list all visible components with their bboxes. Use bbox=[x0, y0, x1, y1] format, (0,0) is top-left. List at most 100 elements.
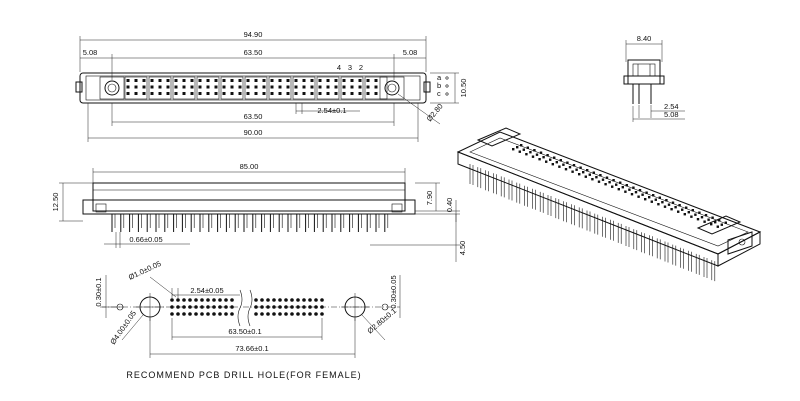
drill-hole bbox=[308, 312, 312, 316]
drill-hole bbox=[194, 298, 198, 302]
top-pin bbox=[230, 92, 234, 95]
drill-hole bbox=[188, 298, 192, 302]
top-pin bbox=[190, 79, 194, 82]
drill-hole bbox=[218, 305, 222, 309]
iso-pin bbox=[637, 195, 640, 198]
top-pin bbox=[278, 92, 282, 95]
iso-pin bbox=[707, 218, 710, 221]
top-pin bbox=[134, 92, 138, 95]
dim-side-pin-offset: 5.08 bbox=[664, 110, 679, 119]
drill-hole bbox=[254, 312, 258, 316]
top-pin-cell bbox=[316, 76, 340, 100]
iso-pin bbox=[599, 174, 602, 177]
dim-front-pin-length: 4.50 bbox=[458, 241, 467, 256]
top-pin bbox=[342, 85, 346, 89]
drill-hole bbox=[302, 312, 306, 316]
drill-hole bbox=[266, 305, 270, 309]
top-pin bbox=[342, 92, 346, 95]
iso-pin bbox=[630, 193, 634, 196]
top-pin bbox=[166, 85, 170, 89]
top-pin bbox=[254, 92, 258, 95]
iso-pin bbox=[687, 211, 690, 214]
iso-pin bbox=[579, 166, 582, 169]
drill-hole bbox=[272, 312, 276, 316]
drill-hole bbox=[200, 305, 204, 309]
iso-pin bbox=[625, 184, 628, 187]
drill-hole bbox=[206, 312, 210, 316]
drill-hole bbox=[200, 312, 204, 316]
top-pin bbox=[174, 92, 178, 95]
iso-pin bbox=[665, 199, 668, 202]
top-pin bbox=[342, 79, 346, 82]
iso-pin bbox=[720, 223, 723, 226]
mount-hole-left bbox=[104, 80, 120, 96]
top-pin bbox=[174, 85, 178, 89]
top-pin-cell bbox=[148, 76, 172, 100]
drill-hole bbox=[266, 298, 270, 302]
top-pin-cell bbox=[124, 76, 148, 100]
top-pin bbox=[326, 92, 330, 95]
top-pin bbox=[270, 85, 274, 89]
drill-hole bbox=[200, 298, 204, 302]
dim-drill-mount-right: Ø2.80±0.1 bbox=[366, 306, 399, 335]
dim-pin-span-bottom: 63.50 bbox=[244, 112, 263, 121]
row-number-3: 3 bbox=[348, 63, 352, 72]
iso-pin bbox=[558, 165, 561, 168]
top-pin bbox=[302, 79, 306, 82]
dim-front-pin-width: 0.66±0.05 bbox=[129, 235, 162, 244]
drill-hole bbox=[284, 298, 288, 302]
drill-hole bbox=[194, 305, 198, 309]
drill-hole bbox=[218, 298, 222, 302]
drill-hole bbox=[278, 305, 282, 309]
drill-hole bbox=[254, 298, 258, 302]
iso-pin bbox=[711, 216, 714, 219]
top-pin-cell bbox=[340, 76, 364, 100]
drill-hole bbox=[266, 312, 270, 316]
top-pin bbox=[374, 92, 378, 95]
top-pin bbox=[182, 92, 186, 95]
dim-side-width: 8.40 bbox=[637, 34, 652, 43]
top-pin bbox=[126, 85, 130, 89]
top-pin bbox=[198, 79, 202, 82]
iso-pin bbox=[670, 208, 673, 211]
top-pin-cell bbox=[196, 76, 220, 100]
iso-pin bbox=[634, 191, 638, 194]
top-pin bbox=[286, 79, 290, 82]
top-pin bbox=[214, 79, 218, 82]
iso-pin bbox=[601, 178, 605, 181]
top-pin bbox=[254, 85, 258, 89]
iso-pin bbox=[538, 158, 541, 161]
top-pin bbox=[134, 85, 138, 89]
iso-pin bbox=[691, 209, 694, 212]
iso-pin bbox=[571, 170, 574, 173]
top-pin bbox=[294, 85, 298, 89]
top-pin bbox=[262, 92, 266, 95]
top-pin-cell bbox=[268, 76, 292, 100]
top-pin bbox=[190, 85, 194, 89]
drill-hole bbox=[284, 305, 288, 309]
drill-hole bbox=[182, 312, 186, 316]
drill-hole bbox=[188, 312, 192, 316]
top-pin bbox=[262, 85, 266, 89]
top-pin bbox=[126, 92, 130, 95]
iso-pin bbox=[555, 161, 558, 164]
iso-pin bbox=[674, 206, 677, 209]
top-pin bbox=[374, 79, 378, 82]
drill-hole bbox=[320, 305, 324, 309]
drill-hole bbox=[320, 312, 324, 316]
dim-drill-right-offset: 0.30±0.05 bbox=[389, 275, 398, 308]
side-view-small: 8.40 2.54 5.08 bbox=[623, 34, 685, 122]
iso-pin bbox=[562, 163, 565, 166]
top-pin bbox=[326, 79, 330, 82]
iso-pin bbox=[553, 156, 556, 159]
iso-pin bbox=[591, 178, 594, 181]
drill-hole bbox=[206, 305, 210, 309]
row-letter-a: a bbox=[437, 73, 442, 82]
top-pin bbox=[302, 92, 306, 95]
drill-hole bbox=[212, 305, 216, 309]
iso-pin bbox=[542, 156, 545, 159]
top-pin bbox=[366, 92, 370, 95]
drawing-caption: RECOMMEND PCB DRILL HOLE(FOR FEMALE) bbox=[126, 370, 361, 380]
top-pin-cell bbox=[220, 76, 244, 100]
row-letter-c: c bbox=[437, 89, 441, 98]
